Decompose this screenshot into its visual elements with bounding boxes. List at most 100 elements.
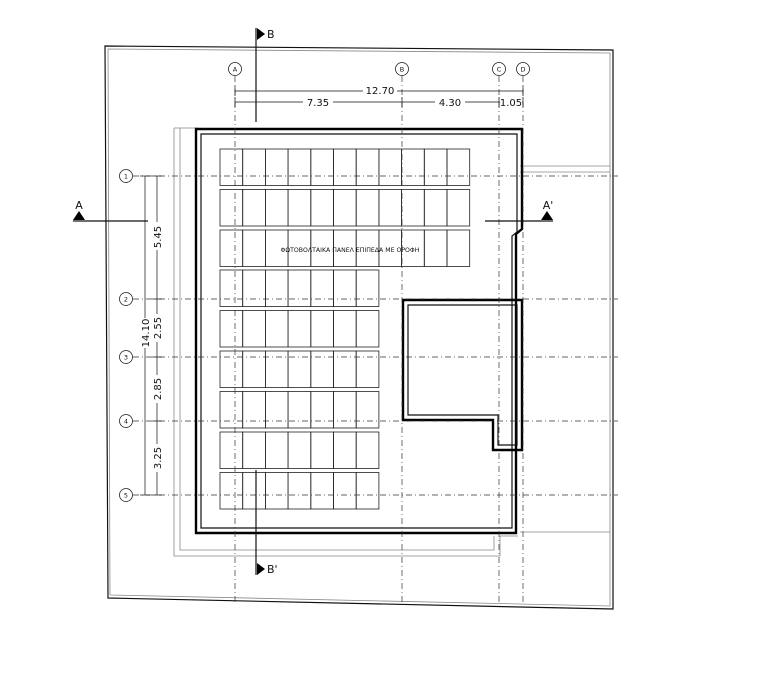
pv-panel xyxy=(219,148,244,186)
grid-bubble-b: B xyxy=(395,62,409,76)
pv-panel xyxy=(287,350,312,388)
pv-panel xyxy=(333,310,357,348)
pv-panel xyxy=(355,472,380,510)
section-flag-b-prime-icon xyxy=(257,563,265,575)
pv-panel xyxy=(242,431,266,469)
pv-panel xyxy=(355,269,380,307)
pv-panel xyxy=(310,391,334,429)
grid-bubble-3: 3 xyxy=(119,350,133,364)
dimension-r12: 5.45 xyxy=(153,226,164,248)
pv-panel xyxy=(355,310,380,348)
pv-panel xyxy=(333,269,357,307)
svg-text:5: 5 xyxy=(124,492,128,500)
grid-lines xyxy=(133,76,618,605)
pv-panel xyxy=(219,229,244,267)
grid-bubble-d: D xyxy=(516,62,530,76)
dimension-r45: 3.25 xyxy=(153,447,164,469)
pv-panel xyxy=(264,350,289,388)
svg-text:4: 4 xyxy=(124,418,128,426)
pv-panels-upper-group xyxy=(219,148,471,267)
pv-panel xyxy=(310,350,334,388)
pv-panel xyxy=(264,391,289,429)
svg-text:A': A' xyxy=(543,199,554,212)
dimension-vertical-segments: 5.45 2.55 2.85 3.25 xyxy=(152,175,164,496)
pv-panel xyxy=(423,229,448,267)
pv-panel xyxy=(310,310,334,348)
pv-panel xyxy=(242,391,266,429)
section-marker-b-prime: B' xyxy=(255,470,278,576)
pv-panel xyxy=(242,229,266,267)
dimension-horizontal-total: 12.70 xyxy=(234,84,524,97)
pv-panel xyxy=(264,148,289,186)
section-marker-a: A xyxy=(73,199,148,222)
pv-panels-label: ΦΩΤΟΒΟΛΤΑΙΚΑ ΠΑΝΕΛ ΕΠΙΠΕΔΑ ΜΕ ΟΡΟΦΗ xyxy=(281,247,420,254)
site-boundary xyxy=(104,45,614,610)
pv-panel xyxy=(333,350,357,388)
grid-bubble-4: 4 xyxy=(119,414,133,428)
grid-bubble-a: A xyxy=(228,62,242,76)
building-outline xyxy=(194,127,524,535)
dimension-ab: 7.35 xyxy=(307,98,329,109)
svg-text:D: D xyxy=(520,66,525,74)
site-boundary-inner xyxy=(107,48,611,607)
grid-bubble-2: 2 xyxy=(119,292,133,306)
pv-panel xyxy=(446,148,471,186)
dimension-cd: 1.05 xyxy=(500,98,522,109)
pv-panel xyxy=(423,189,448,227)
pv-panel xyxy=(333,391,357,429)
pv-panel xyxy=(355,431,380,469)
pv-panel xyxy=(355,350,380,388)
pv-panel xyxy=(378,148,402,186)
slab-outline-inner xyxy=(179,128,495,551)
pv-panel xyxy=(219,189,244,227)
svg-text:12.70: 12.70 xyxy=(366,86,395,97)
pv-panel xyxy=(355,148,380,186)
pv-panel xyxy=(401,148,425,186)
pv-panel xyxy=(310,148,334,186)
pv-panel xyxy=(310,189,334,227)
svg-text:B: B xyxy=(400,66,404,74)
pv-panel xyxy=(287,269,312,307)
pv-panel xyxy=(242,189,266,227)
pv-panel xyxy=(219,472,244,510)
section-marker-a-prime: A' xyxy=(485,199,554,222)
pv-panel xyxy=(355,391,380,429)
svg-text:B: B xyxy=(267,28,275,41)
dimension-bc: 4.30 xyxy=(439,98,461,109)
section-flag-b-icon xyxy=(257,28,265,40)
pv-panel xyxy=(219,269,244,307)
roof-void xyxy=(401,298,524,452)
svg-text:1: 1 xyxy=(124,173,128,181)
svg-text:3: 3 xyxy=(124,354,128,362)
pv-panel xyxy=(287,472,312,510)
pv-panel xyxy=(355,189,380,227)
svg-text:B': B' xyxy=(267,563,278,576)
dimension-vertical-total: 14.10 xyxy=(139,175,152,496)
section-arrow-a-icon xyxy=(73,211,85,220)
svg-text:A: A xyxy=(75,199,83,212)
pv-panel xyxy=(287,189,312,227)
pv-panel xyxy=(310,269,334,307)
svg-text:A: A xyxy=(233,66,238,74)
pv-panel xyxy=(287,391,312,429)
pv-panel xyxy=(333,431,357,469)
pv-panel xyxy=(446,229,471,267)
pv-panel xyxy=(333,472,357,510)
pv-panel xyxy=(264,310,289,348)
pv-panel xyxy=(242,350,266,388)
pv-panel xyxy=(333,148,357,186)
pv-panel xyxy=(264,189,289,227)
grid-bubble-1: 1 xyxy=(119,169,133,183)
pv-panels-lower-group xyxy=(219,269,380,510)
grid-bubble-c: C xyxy=(492,62,506,76)
section-arrow-a-prime-icon xyxy=(541,211,553,220)
pv-panel xyxy=(264,472,289,510)
slab-outline xyxy=(173,128,518,557)
pv-panel xyxy=(333,189,357,227)
svg-text:2: 2 xyxy=(124,296,128,304)
pv-panel xyxy=(242,148,266,186)
pv-panel xyxy=(242,472,266,510)
pv-panel xyxy=(219,391,244,429)
pv-panel xyxy=(242,269,266,307)
dimension-r23: 2.55 xyxy=(153,317,164,339)
